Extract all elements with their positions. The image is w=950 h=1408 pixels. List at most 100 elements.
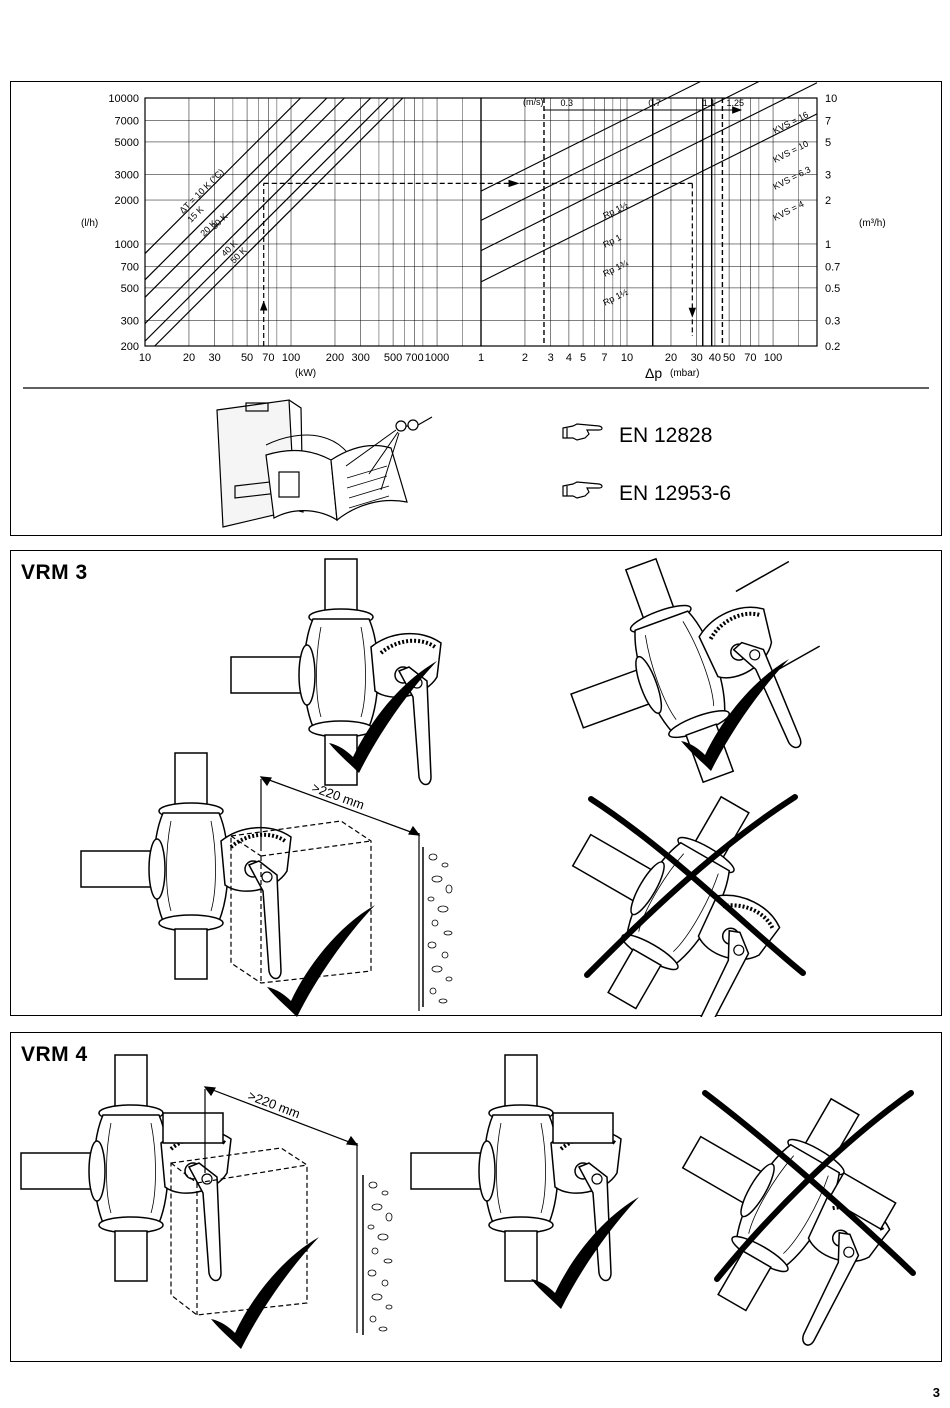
- pipe-line: [480, 113, 818, 283]
- vrm4-valve-correct-1: [21, 1055, 231, 1281]
- x-tick-label: 1: [478, 352, 484, 364]
- x-tick-label: 2: [522, 352, 528, 364]
- kvs-label-16: KVS = 16: [771, 109, 810, 135]
- x-tick-label: 30: [209, 352, 221, 364]
- vrm3-valve-correct-1: [229, 557, 443, 787]
- velocity-tick-label: 1.1: [703, 98, 716, 108]
- pointing-hand-icon: [562, 481, 603, 499]
- y-tick-label: 1: [825, 239, 831, 251]
- y-tick-label: 3: [825, 169, 831, 181]
- x-tick-label: 4: [566, 352, 572, 364]
- series-line: [144, 97, 345, 298]
- y-tick-label: 0.5: [825, 283, 840, 295]
- y-tick-label: 10000: [108, 93, 139, 105]
- vrm3-valve-incorrect: [524, 747, 824, 1017]
- series-line: [154, 97, 404, 347]
- y-tick-label: 10: [825, 93, 837, 105]
- series-line: [144, 97, 328, 281]
- y-tick-label: 0.3: [825, 315, 840, 327]
- series-label-30k: 30 K: [209, 211, 229, 231]
- page-number: 3: [932, 1385, 940, 1400]
- x-tick-label: 30: [691, 352, 703, 364]
- x-tick-label: 500: [384, 352, 402, 364]
- checkmark-icon: [211, 1237, 319, 1349]
- manual-read-illustration: [216, 399, 433, 528]
- y-tick-label: 300: [121, 315, 139, 327]
- vrm4-title: VRM 4: [21, 1043, 88, 1066]
- x-tick-label: 100: [764, 352, 782, 364]
- actuator-housing-dashed: [170, 1147, 308, 1316]
- right-x-unit: Δp: [645, 365, 662, 381]
- pipe-line: [480, 82, 701, 192]
- vrm3-valve-correct-3: [79, 751, 293, 981]
- cross-icon: [584, 794, 806, 978]
- y-tick-label: 3000: [115, 169, 139, 181]
- clearance-dimension: [259, 776, 421, 1011]
- x-tick-label: 100: [282, 352, 300, 364]
- y-tick-label: 700: [121, 262, 139, 274]
- x-tick-label: 300: [352, 352, 370, 364]
- y-tick-label: 0.2: [825, 341, 840, 353]
- x-tick-label: 50: [723, 352, 735, 364]
- kvs-label-10: KVS = 10: [771, 138, 810, 164]
- pipe-label-1: Rp 1½: [601, 200, 630, 221]
- y-tick-label: 5: [825, 137, 831, 149]
- x-tick-label: 200: [326, 352, 344, 364]
- series-line: [144, 97, 302, 254]
- x-tick-label: 5: [580, 352, 586, 364]
- right-x-unit-sub: (mbar): [670, 368, 699, 379]
- right-plot-area: [480, 97, 818, 347]
- x-tick-label: 70: [262, 352, 274, 364]
- pipe-label-3: Rp 1¾: [601, 258, 630, 279]
- actuator-housing-dashed: [230, 820, 372, 984]
- x-tick-label: 700: [405, 352, 423, 364]
- right-y-unit: (m³/h): [859, 218, 886, 229]
- x-tick-label: 70: [744, 352, 756, 364]
- pipe-line: [480, 82, 760, 221]
- y-tick-label: 2000: [115, 195, 139, 207]
- vrm3-section: VRM 3: [10, 550, 942, 1017]
- arrowhead: [259, 300, 268, 311]
- x-tick-label: 10: [139, 352, 151, 364]
- x-tick-label: 7: [601, 352, 607, 364]
- series-line: [144, 97, 372, 325]
- left-plot-area: [144, 97, 482, 347]
- wall-rubble: [362, 1174, 393, 1336]
- velocity-tick-label: 0.3: [560, 98, 573, 108]
- left-x-unit: (kW): [295, 368, 316, 379]
- x-tick-label: 40: [709, 352, 721, 364]
- y-tick-label: 2: [825, 195, 831, 207]
- vrm4-clearance-label: >220 mm: [246, 1088, 302, 1122]
- velocity-tick-label: 1.25: [726, 98, 744, 108]
- vrm4-illustrations: >220 mm: [11, 1033, 943, 1363]
- x-tick-label: 20: [665, 352, 677, 364]
- vrm3-illustrations: >220 mm: [79, 551, 824, 1017]
- standard-en12828: EN 12828: [619, 424, 712, 447]
- clearance-dimension: [203, 1086, 359, 1333]
- x-tick-label: 10: [621, 352, 633, 364]
- standard-en12953-6: EN 12953-6: [619, 482, 731, 505]
- x-tick-label: 3: [548, 352, 554, 364]
- checkmark-icon: [267, 905, 375, 1017]
- pointing-hand-icon: [562, 423, 603, 441]
- velocity-tick-label: 0.7: [648, 98, 661, 108]
- y-tick-label: 0.7: [825, 262, 840, 274]
- y-tick-label: 1000: [115, 239, 139, 251]
- pipe-line: [480, 82, 818, 252]
- left-y-unit: (l/h): [81, 218, 98, 229]
- y-tick-label: 7: [825, 116, 831, 128]
- vrm3-title: VRM 3: [21, 561, 88, 584]
- vrm4-section: VRM 4 >220 mm: [10, 1032, 942, 1362]
- arrowhead: [732, 106, 743, 114]
- series-line: [144, 97, 389, 342]
- y-tick-label: 5000: [115, 137, 139, 149]
- vrm3-valve-correct-2: [535, 551, 821, 817]
- pipe-label-4: Rp 1½: [601, 287, 630, 308]
- x-tick-label: 1000: [425, 352, 449, 364]
- cross-icon: [702, 1090, 916, 1282]
- x-tick-label: 20: [183, 352, 195, 364]
- y-tick-label: 500: [121, 283, 139, 295]
- velocity-unit: (m/s): [523, 97, 544, 107]
